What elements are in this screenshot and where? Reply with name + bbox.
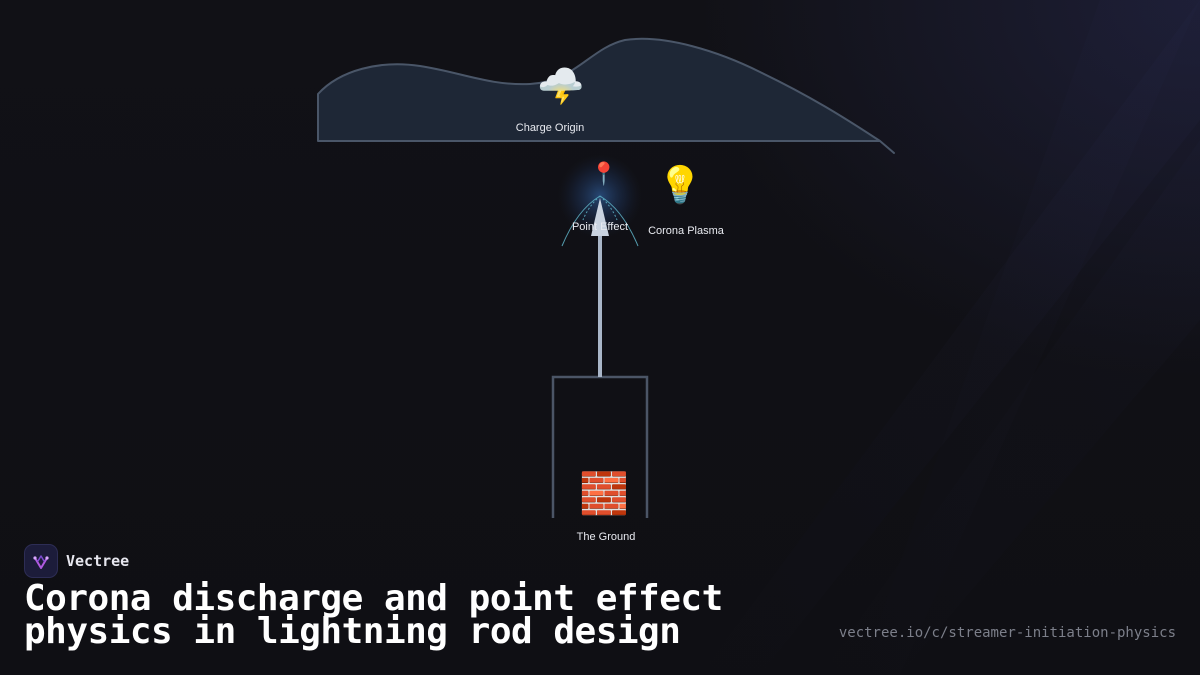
source-url[interactable]: vectree.io/c/streamer-initiation-physics (838, 625, 1176, 641)
lightbulb-icon: 💡 (657, 165, 703, 206)
lightning-rod-tip (591, 198, 609, 236)
brand-name: Vectree (66, 552, 130, 570)
point-effect-label: Point Effect (571, 221, 629, 233)
page-title: Corona discharge and point effect physic… (24, 578, 723, 652)
cloud-lightning-icon: 🌩️ (537, 64, 585, 108)
cloud-shape (317, 37, 895, 154)
corona-discharge-lines (561, 195, 639, 247)
brand: Vectree (24, 544, 129, 578)
charge-origin-label: Charge Origin (515, 122, 585, 134)
brick-icon: 🧱 (579, 471, 629, 517)
corona-plasma-label: Corona Plasma (648, 225, 724, 237)
pin-icon: 📍 (590, 162, 618, 187)
the-ground-label: The Ground (576, 531, 636, 543)
vectree-logo-icon (24, 544, 58, 578)
